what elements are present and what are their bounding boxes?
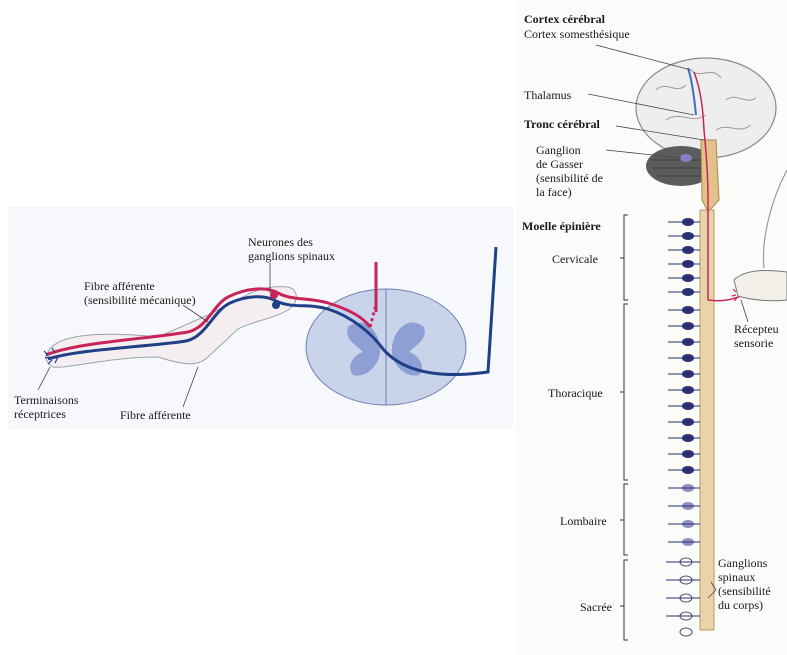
ganglion-cell-blue	[272, 301, 280, 309]
bracket-sacree	[620, 560, 628, 640]
label-thalamus: Thalamus	[524, 88, 571, 102]
leader-recepteurs	[741, 300, 748, 322]
spinal-ganglia-dark	[682, 218, 694, 474]
spinal-ganglia-light	[682, 484, 694, 546]
label-tronc-cerebral: Tronc cérébral	[524, 117, 600, 131]
label-ganglion-gasser: Ganglion de Gasser (sensibilité de la fa…	[536, 143, 603, 199]
label-fibre-afferente-mecanique: Fibre afférente (sensibilité mécanique)	[84, 279, 196, 307]
label-cortex-somesthesique: Cortex somesthésique	[524, 27, 630, 41]
leader-cortex	[596, 45, 691, 70]
label-thoracique: Thoracique	[548, 386, 603, 400]
label-cervicale: Cervicale	[552, 252, 598, 266]
hand-outline	[734, 270, 787, 300]
label-ganglions-spinaux: Ganglions spinaux (sensibilité du corps)	[718, 556, 771, 612]
arm-curve	[763, 170, 787, 268]
label-cortex-cerebral: Cortex cérébral	[524, 12, 605, 26]
label-neurones-ganglions: Neurones des ganglions spinaux	[248, 235, 335, 263]
label-recepteurs-sensoriels: Récepteu sensorie	[734, 322, 787, 350]
peripheral-fiber-diagram: Neurones des ganglions spinaux Fibre aff…	[8, 207, 513, 429]
label-moelle-epiniere: Moelle épinière	[522, 219, 601, 233]
spinal-ganglia-outline	[680, 558, 692, 636]
gasser-ganglion	[680, 154, 692, 162]
ganglion-cell-red	[270, 291, 278, 299]
leader-line-fibre-meca	[183, 305, 208, 322]
brainstem	[701, 140, 719, 212]
label-sacree: Sacrée	[580, 600, 612, 614]
cns-pathway-diagram: Cortex cérébral Cortex somesthésique Tha…	[516, 0, 787, 655]
label-fibre-afferente: Fibre afférente	[120, 408, 191, 422]
bracket-thoracique	[620, 304, 628, 480]
leader-line-terminaisons	[38, 367, 50, 390]
bracket-cervicale	[620, 215, 628, 300]
vertebral-column	[700, 210, 714, 630]
bracket-lombaire	[620, 484, 628, 555]
nerve-roots	[666, 222, 700, 616]
label-terminaisons-receptrices: Terminaisons réceptrices	[14, 393, 78, 421]
label-lombaire: Lombaire	[560, 514, 607, 528]
leader-line-fibre-afferente	[183, 367, 198, 407]
